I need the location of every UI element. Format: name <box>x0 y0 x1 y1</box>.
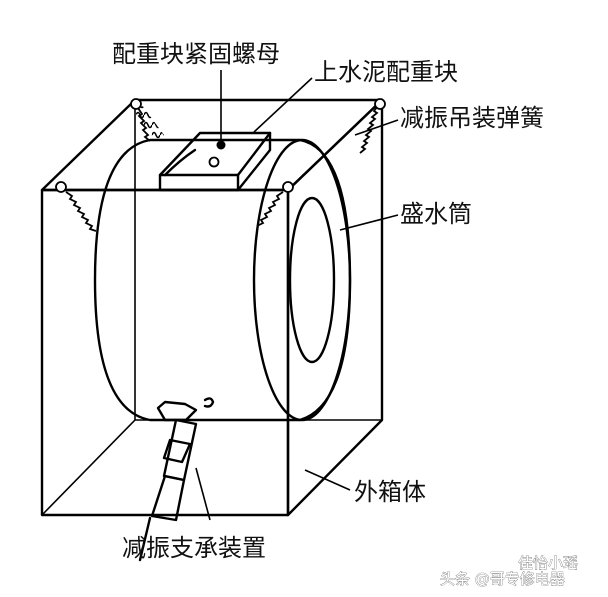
cement-counterweight <box>158 131 272 192</box>
leader-damping-support <box>195 467 211 521</box>
tub-opening <box>288 196 336 364</box>
spring-anchor-front-right <box>282 181 294 193</box>
label-water-tub: 盛水筒 <box>400 200 472 228</box>
damping-support <box>138 397 215 562</box>
spring-anchor-rear-right <box>374 98 386 110</box>
leader-suspension-spring <box>354 119 399 136</box>
water-tub <box>93 138 352 422</box>
label-damping-support: 减振支承装置 <box>122 534 266 562</box>
leader-lines <box>195 70 399 521</box>
leader-cement-counterweight <box>253 77 313 133</box>
cabinet-side-face <box>286 98 384 517</box>
label-counterweight-nut: 配重块紧固螺母 <box>112 40 280 68</box>
spring-front-right-coil <box>256 191 284 227</box>
damper-piston <box>150 474 186 522</box>
tub-body <box>93 138 352 422</box>
label-cement-counterweight: 上水泥配重块 <box>314 58 458 86</box>
watermark: 佳怡小瑶 头条 @哥专修电器 <box>440 554 579 589</box>
tub-front-rim <box>252 138 352 422</box>
damper-upper-sleeve <box>162 418 198 482</box>
labels: 配重块紧固螺母 上水泥配重块 减振吊装弹簧 盛水筒 外箱体 减振支承装置 <box>112 40 544 562</box>
counterweight-notch <box>163 148 197 177</box>
leader-water-tub <box>339 214 399 231</box>
damper-collar <box>162 438 192 464</box>
label-outer-cabinet: 外箱体 <box>354 478 426 506</box>
label-suspension-spring: 减振吊装弹簧 <box>400 104 544 132</box>
damper-rod <box>138 516 152 562</box>
spring-front-left-coil <box>65 191 97 232</box>
spring-rear-left-coil <box>137 107 151 142</box>
counterweight-bolt-hole <box>208 156 220 168</box>
spring-anchor-rear-left <box>130 98 142 110</box>
cabinet-top-face <box>40 98 384 192</box>
spring-anchor-front-left <box>55 181 67 193</box>
watermark-text: 头条 @哥专修电器 <box>440 570 565 588</box>
counterweight-nut-dot <box>216 140 226 150</box>
damper-hook <box>203 397 215 408</box>
damper-mount <box>156 400 198 422</box>
leader-outer-cabinet <box>304 469 351 491</box>
counterweight-edge-2 <box>236 131 272 177</box>
counterweight-block <box>158 131 272 192</box>
cabinet-back-left-edge <box>41 419 136 516</box>
watermark-overlay: 佳怡小瑶 <box>518 554 578 572</box>
